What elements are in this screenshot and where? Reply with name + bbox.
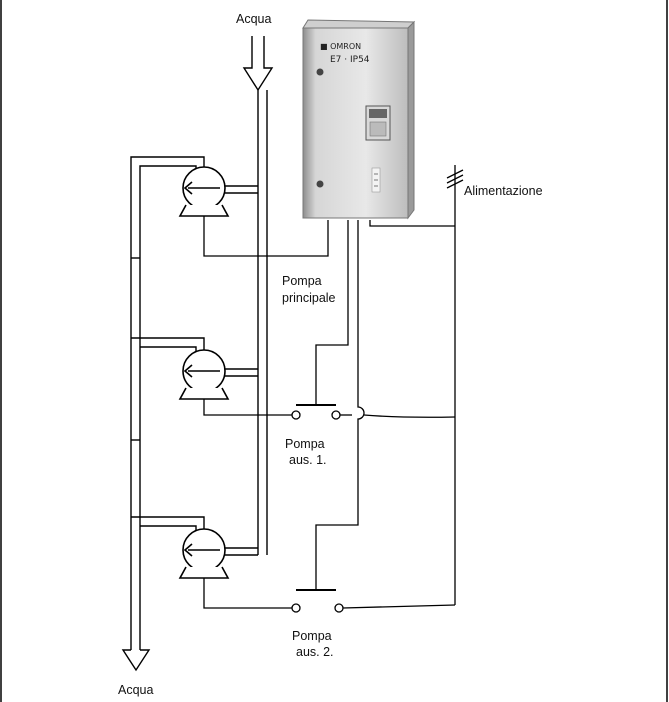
aux-pump-1-symbol xyxy=(178,349,230,400)
display-icon xyxy=(369,109,387,118)
water-inlet-arrow xyxy=(242,36,274,92)
inverter-model: E7 · IP54 xyxy=(330,55,370,65)
control-wiring xyxy=(203,165,456,609)
aux-pump-1-label-line2: aus. 1. xyxy=(289,453,327,467)
main-pump-label-line1: Pompa xyxy=(282,274,322,288)
main-pump-symbol xyxy=(178,166,230,217)
aux-pump-2-label-line1: Pompa xyxy=(292,629,332,643)
aux-pump-2-label-line2: aus. 2. xyxy=(296,645,334,659)
aux-pump-1-label-line1: Pompa xyxy=(285,437,325,451)
inverter-brand: ■ OMRON xyxy=(320,42,362,51)
contact-terminals xyxy=(291,410,344,613)
water-outlet-label: Acqua xyxy=(118,683,154,697)
power-supply-ticks-icon xyxy=(446,169,464,189)
inverter-cabinet xyxy=(302,19,416,220)
lock-top-icon xyxy=(316,68,324,76)
main-pump-label-line2: principale xyxy=(282,291,336,305)
lock-bottom-icon xyxy=(316,180,324,188)
supply-header-pipe xyxy=(225,90,268,556)
power-supply-label: Alimentazione xyxy=(464,184,543,198)
water-outlet-arrow xyxy=(121,649,151,672)
water-inlet-label: Acqua xyxy=(236,12,272,26)
aux-pump-2-symbol xyxy=(178,528,230,579)
